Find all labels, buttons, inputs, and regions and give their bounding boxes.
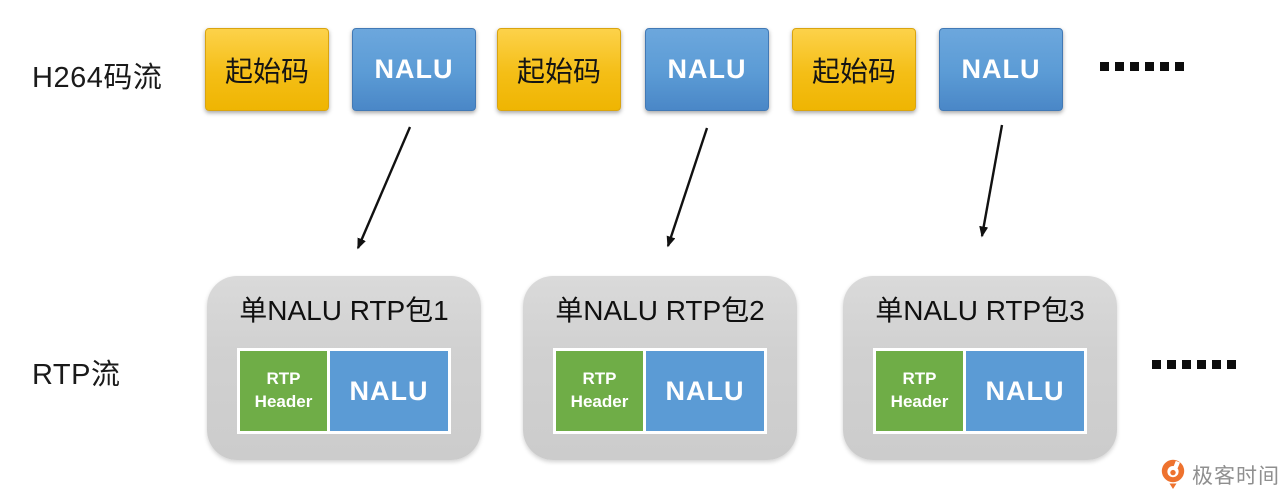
nalu-box-2: NALU	[645, 28, 769, 111]
watermark-brand-text: 极客时间	[1192, 464, 1280, 488]
arrow-nalu3-to-packet3	[979, 124, 1004, 238]
ellipsis-dots-top-icon	[1100, 62, 1184, 71]
h264-stream-label: H264码流	[32, 62, 163, 94]
arrow-nalu2-to-packet2	[666, 127, 709, 248]
nalu-label: NALU	[667, 54, 747, 84]
rtp-packet-title: 单NALU RTP包1	[239, 295, 449, 326]
start-code-box-3: 起始码	[792, 28, 916, 111]
rtp-header-box: RTP Header	[876, 351, 966, 431]
arrow-nalu1-to-packet1	[356, 126, 412, 250]
rtp-packet-structure: RTP Header NALU	[237, 348, 451, 434]
rtp-packet-card-1: 单NALU RTP包1 RTP Header NALU	[207, 276, 481, 460]
start-code-label: 起始码	[224, 55, 309, 87]
rtp-packet-structure: RTP Header NALU	[553, 348, 767, 434]
nalu-label: NALU	[961, 54, 1041, 84]
rtp-packet-card-3: 单NALU RTP包3 RTP Header NALU	[843, 276, 1117, 460]
geektime-logo-icon	[1161, 459, 1185, 489]
start-code-label: 起始码	[516, 55, 601, 87]
rtp-header-box: RTP Header	[240, 351, 330, 431]
nalu-payload-box: NALU	[330, 351, 448, 431]
nalu-payload-box: NALU	[646, 351, 764, 431]
nalu-label: NALU	[374, 54, 454, 84]
nalu-box-3: NALU	[939, 28, 1063, 111]
rtp-packet-structure: RTP Header NALU	[873, 348, 1087, 434]
rtp-stream-label: RTP流	[32, 359, 121, 391]
rtp-packet-title: 单NALU RTP包3	[875, 295, 1085, 326]
rtp-packet-title: 单NALU RTP包2	[555, 295, 765, 326]
nalu-box-1: NALU	[352, 28, 476, 111]
rtp-header-box: RTP Header	[556, 351, 646, 431]
start-code-label: 起始码	[811, 55, 896, 87]
ellipsis-dots-bottom-icon	[1152, 360, 1236, 369]
start-code-box-1: 起始码	[205, 28, 329, 111]
watermark: 极客时间	[1160, 459, 1280, 490]
rtp-packet-card-2: 单NALU RTP包2 RTP Header NALU	[523, 276, 797, 460]
start-code-box-2: 起始码	[497, 28, 621, 111]
nalu-payload-box: NALU	[966, 351, 1084, 431]
